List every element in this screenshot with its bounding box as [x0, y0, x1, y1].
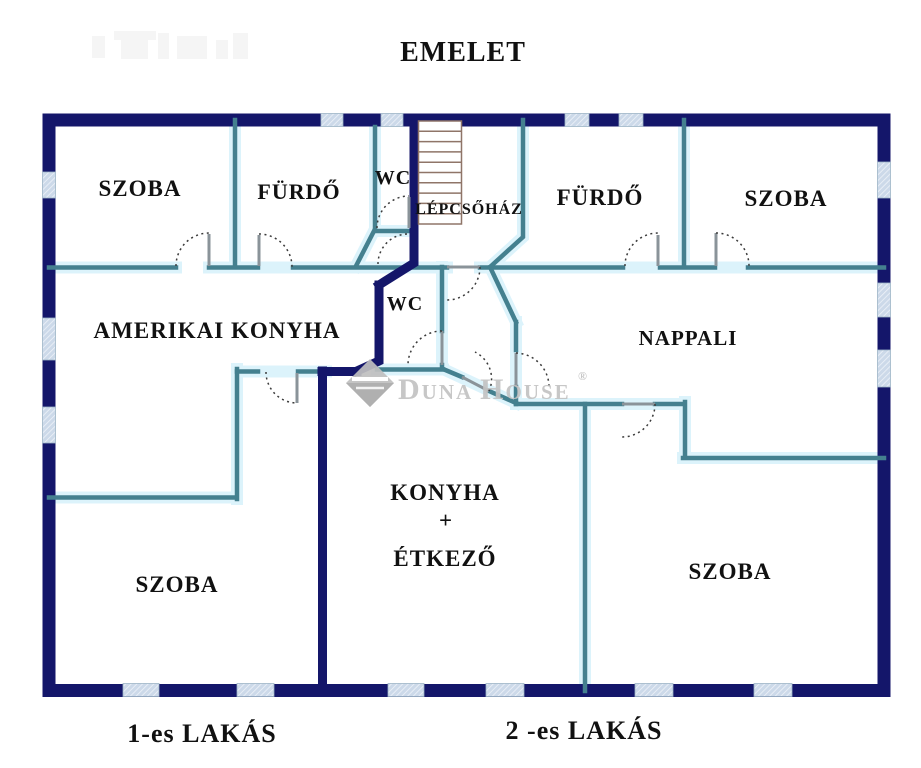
window-opening	[877, 282, 891, 318]
apartment-divider-wall	[317, 115, 419, 695]
window-opening	[387, 683, 425, 697]
window-openings	[42, 113, 891, 697]
room-label-etkezo: ÉTKEZŐ	[393, 545, 496, 571]
room-label-furdo-left: FÜRDŐ	[257, 179, 340, 204]
door-arc	[446, 266, 481, 301]
room-label-szoba-bottom-left: SZOBA	[136, 572, 219, 597]
window-opening	[753, 683, 793, 697]
room-label-wc-upper: WC	[375, 167, 411, 189]
window-opening	[42, 317, 56, 361]
outer-wall	[42, 113, 891, 697]
door-arc	[515, 352, 550, 387]
door-arc	[407, 330, 443, 366]
floor-title: EMELET	[400, 37, 526, 68]
staircase	[417, 120, 463, 225]
window-opening	[618, 113, 644, 127]
room-label-szoba-bottom-right: SZOBA	[689, 559, 772, 584]
window-opening	[877, 349, 891, 388]
window-opening	[236, 683, 275, 697]
room-label-amerikai-konyha: AMERIKAI KONYHA	[94, 318, 341, 343]
room-label-szoba-top-right: SZOBA	[745, 186, 828, 211]
duna-house-logo-icon	[346, 359, 394, 407]
window-opening	[42, 171, 56, 199]
door-arc	[258, 233, 293, 268]
door-leaves	[207, 197, 718, 406]
apartment-2-label: 2 -es LAKÁS	[506, 716, 663, 745]
door-arcs	[175, 195, 750, 438]
apartment-labels: 1-es LAKÁS 2 -es LAKÁS	[127, 716, 663, 748]
window-opening	[122, 683, 160, 697]
window-opening	[634, 683, 674, 697]
room-label-furdo-right: FÜRDŐ	[557, 184, 644, 210]
door-arc	[621, 403, 656, 438]
room-label-nappali: NAPPALI	[639, 326, 738, 350]
interior-walls	[46, 117, 887, 694]
room-label-konyha: KONYHA	[390, 480, 500, 505]
window-opening	[380, 113, 404, 127]
door-arc	[377, 233, 409, 265]
room-label-szoba-top-left: SZOBA	[99, 176, 182, 201]
scan-smudge	[92, 31, 248, 59]
window-opening	[877, 161, 891, 199]
room-label-wc-lower: WC	[387, 293, 423, 315]
room-label-konyha-plus: +	[439, 508, 453, 533]
apartment-1-label: 1-es LAKÁS	[127, 719, 276, 748]
room-label-lepcsohaz: LÉPCSŐHÁZ	[415, 199, 523, 218]
window-opening	[485, 683, 525, 697]
room-labels: SZOBA FÜRDŐ WC LÉPCSŐHÁZ FÜRDŐ SZOBA AME…	[94, 167, 828, 597]
door-arc	[175, 232, 210, 267]
window-opening	[564, 113, 590, 127]
door-arc	[715, 232, 750, 267]
door-arc	[624, 232, 659, 267]
window-opening	[42, 406, 56, 444]
window-opening	[320, 113, 344, 127]
door-arc	[474, 351, 493, 392]
door-arc	[376, 195, 410, 229]
watermark-registered-mark: ®	[578, 369, 589, 383]
